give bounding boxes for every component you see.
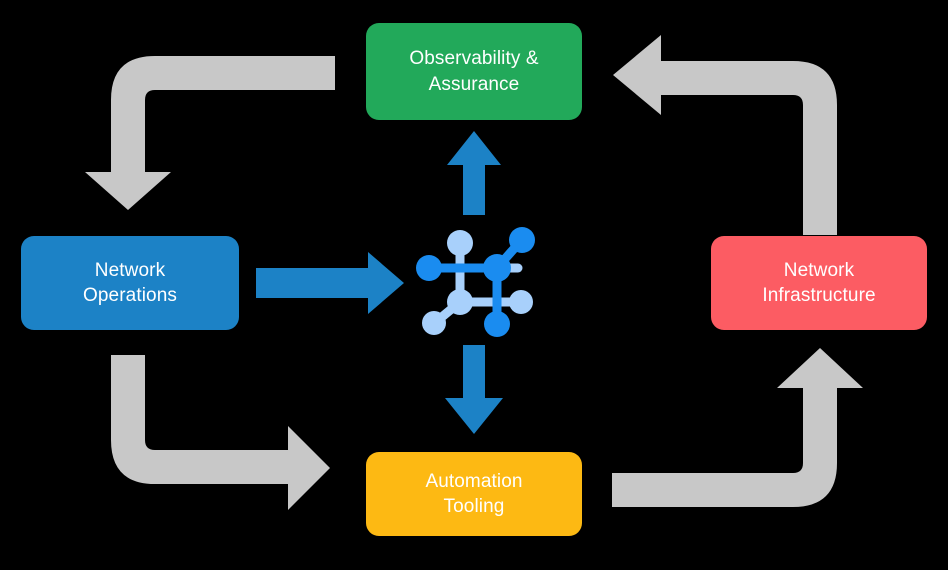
connector-infrastructure-to-observability xyxy=(613,35,837,235)
connector-center-to-observability xyxy=(447,131,501,215)
node-label-network-infrastructure: Network Infrastructure xyxy=(762,259,876,306)
icon-node-lower-hub xyxy=(447,289,473,315)
node-box-network-infrastructure[interactable]: Network Infrastructure xyxy=(711,236,927,330)
icon-node-left xyxy=(416,255,442,281)
icon-node-lower-left xyxy=(422,311,446,335)
node-box-automation-tooling[interactable]: Automation Tooling xyxy=(366,452,582,536)
connector-operations-to-automation xyxy=(111,355,330,510)
icon-node-lower-right xyxy=(509,290,533,314)
connector-automation-to-infrastructure xyxy=(612,348,863,507)
node-label-automation-tooling: Automation Tooling xyxy=(425,470,523,517)
connector-center-to-automation xyxy=(445,345,503,434)
icon-node-top xyxy=(447,230,473,256)
connector-operations-to-center xyxy=(256,252,404,314)
node-box-network-operations[interactable]: Network Operations xyxy=(21,236,239,330)
node-label-network-operations: Network Operations xyxy=(83,259,177,306)
node-box-observability[interactable]: Observability & Assurance xyxy=(366,23,582,120)
icon-node-upper-right xyxy=(509,227,535,253)
node-label-observability: Observability & Assurance xyxy=(409,48,539,95)
connector-observability-to-operations xyxy=(85,56,335,210)
icon-node-bottom xyxy=(484,311,510,337)
network-topology-icon xyxy=(416,227,535,337)
icon-node-upper-hub xyxy=(483,254,511,282)
